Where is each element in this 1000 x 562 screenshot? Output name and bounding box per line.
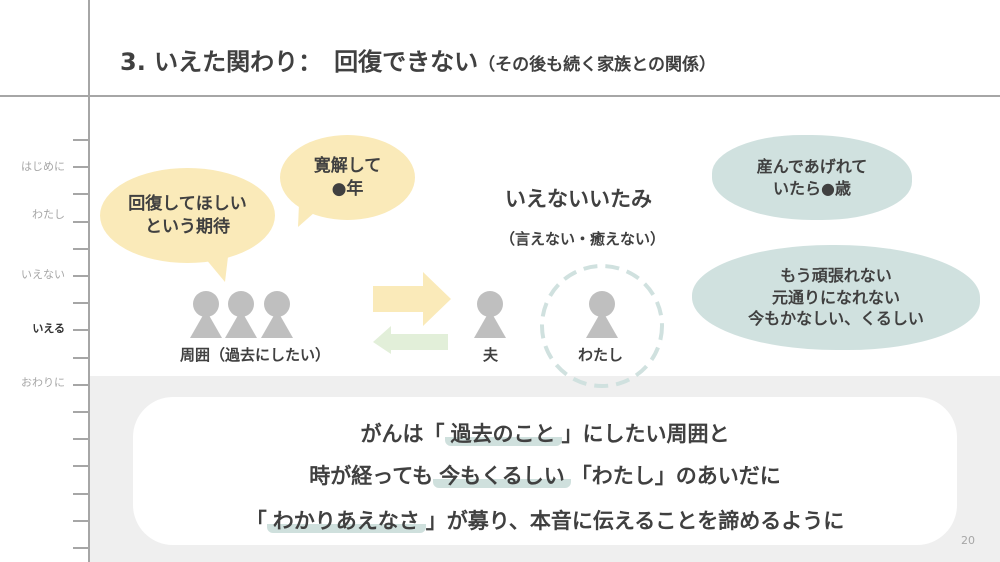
page-number: 20 xyxy=(961,534,975,547)
nav-item-intro[interactable]: はじめに xyxy=(21,160,65,173)
husband-icon xyxy=(474,291,506,338)
me-label: わたし xyxy=(578,346,624,364)
nav-tick xyxy=(73,438,88,440)
nav-item-me[interactable]: わたし xyxy=(32,208,65,221)
me-circle xyxy=(540,264,664,388)
nav-tick xyxy=(73,275,88,277)
message-line-3: 「わかりあえなさ」が募り、本音に伝えることを諦めるように xyxy=(245,509,845,533)
nav-tick xyxy=(73,520,88,522)
nav-item-can-say[interactable]: いえる xyxy=(32,322,65,335)
nav-tick xyxy=(73,302,88,304)
surroundings-people-icon xyxy=(190,291,293,338)
nav-tick xyxy=(73,166,88,168)
nav-rail xyxy=(88,0,90,562)
speech-bubble-expect: 回復してほしいという期待 xyxy=(100,168,275,263)
nav-tick xyxy=(73,384,88,386)
nav-tick xyxy=(73,248,88,250)
nav-tick xyxy=(73,493,88,495)
nav-tick xyxy=(73,329,88,331)
message-line-1: がんは「過去のこと」にしたい周囲と xyxy=(360,422,730,446)
nav-item-end[interactable]: おわりに xyxy=(21,376,65,389)
husband-label: 夫 xyxy=(483,346,499,364)
thought-cloud-feelings: もう頑張れない元通りになれない今もかなしい、くるしい xyxy=(692,245,980,350)
nav-tick xyxy=(73,547,88,549)
nav-tick xyxy=(73,139,88,141)
nav-tick xyxy=(73,357,88,359)
nav-tick xyxy=(73,221,88,223)
speech-bubble-remission: 寛解して●年 xyxy=(280,135,415,220)
pain-title: いえないいたみ xyxy=(505,187,652,211)
slide-title: 3. いえた関わり： 回復できない（その後も続く家族との関係） xyxy=(120,48,717,76)
nav-tick xyxy=(73,193,88,195)
header-divider xyxy=(0,95,1000,97)
nav-tick xyxy=(73,465,88,467)
arrows-icon xyxy=(373,272,451,354)
message-line-2: 時が経っても今もくるしい「わたし」のあいだに xyxy=(309,464,781,488)
pain-subtitle: （言えない・癒えない） xyxy=(500,230,666,248)
nav-item-cannot-say[interactable]: いえない xyxy=(21,268,65,281)
surroundings-label: 周囲（過去にしたい） xyxy=(180,346,331,364)
nav-tick xyxy=(73,411,88,413)
thought-cloud-age: 産んであげれていたら●歳 xyxy=(712,135,912,220)
